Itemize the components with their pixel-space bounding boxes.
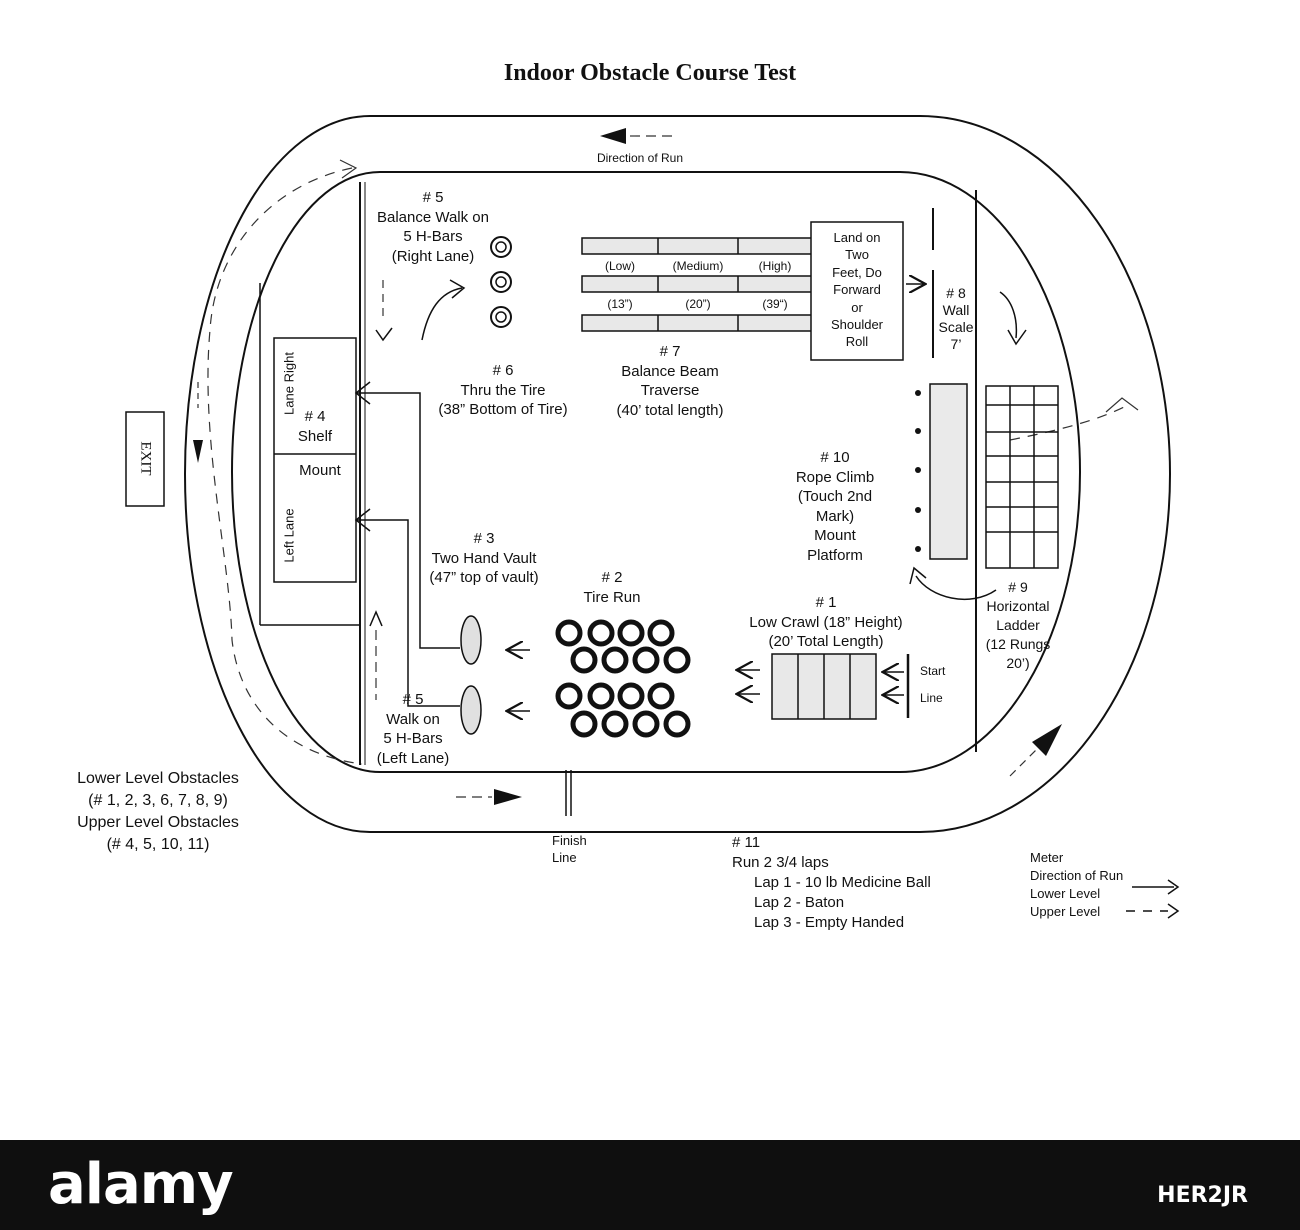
start-label: Start [920, 664, 946, 678]
route-lower [356, 519, 460, 707]
upper-arrowhead-right [1105, 397, 1139, 413]
horizontal-ladder [985, 385, 1059, 569]
vault-upper [460, 615, 482, 665]
upper-arrowhead-top [339, 159, 358, 179]
exit-box [125, 411, 165, 507]
upper-level-path-left [207, 167, 363, 765]
route-lower-arrowhead [354, 508, 371, 532]
tire-run [555, 619, 691, 738]
route-upper [356, 392, 460, 649]
inner-track [231, 171, 1081, 773]
beam-height-high: (39“) [762, 297, 788, 311]
upper-level-path-right [1009, 403, 1131, 441]
wall-curve-arrow [999, 291, 1018, 339]
down-arrow-left [193, 440, 203, 463]
line-label: Line [920, 691, 943, 705]
lap-3: Lap 3 - Empty Handed [754, 914, 905, 931]
landing-box [810, 221, 904, 361]
level-legend: Lower Level Obstacles(# 1, 2, 3, 6, 7, 8… [77, 770, 239, 853]
platform-curve-arrow [915, 575, 997, 600]
vault-lower [460, 685, 482, 735]
rope-climb-platform [929, 383, 968, 560]
rope-dots [915, 390, 921, 552]
run-laps: Lap 1 - 10 lb Medicine Ball Lap 2 - Bato… [754, 873, 931, 933]
h-bars-top [490, 236, 512, 328]
curve-arrow-6 [421, 287, 463, 341]
watermark-bar: alamy HER2JR [0, 1140, 1300, 1230]
direction-arrow-bottom [494, 789, 522, 805]
beam-height-medium: (20”) [685, 297, 711, 311]
route-upper-arrowhead [354, 381, 371, 405]
left-lane-label: Left Lane [281, 508, 297, 563]
stock-id: HER2JR [1157, 1183, 1248, 1208]
up-arrow-left-lane [369, 610, 383, 627]
direction-of-run-label: Direction of Run [596, 151, 684, 165]
balance-beams [581, 237, 813, 332]
shelf-box [273, 337, 357, 583]
down-arrow-right-lane [375, 327, 393, 342]
beam-level-medium: (Medium) [672, 259, 724, 273]
shelf-mount-label: Mount [299, 462, 341, 479]
page-title: Indoor Obstacle Course Test [503, 60, 797, 86]
lap-1: Lap 1 - 10 lb Medicine Ball [754, 874, 931, 891]
beam-level-low: (Low) [604, 259, 635, 273]
exit-label: EXIT [137, 441, 154, 476]
brand-logo: alamy [48, 1152, 234, 1217]
direction-arrow-top [600, 128, 626, 144]
direction-arrow-bottom-right [1032, 724, 1062, 756]
beam-height-low: (13”) [607, 297, 633, 311]
beam-level-high: (High) [758, 259, 792, 273]
outer-track [184, 115, 1171, 833]
low-crawl [771, 653, 877, 720]
lap-2: Lap 2 - Baton [754, 894, 845, 911]
